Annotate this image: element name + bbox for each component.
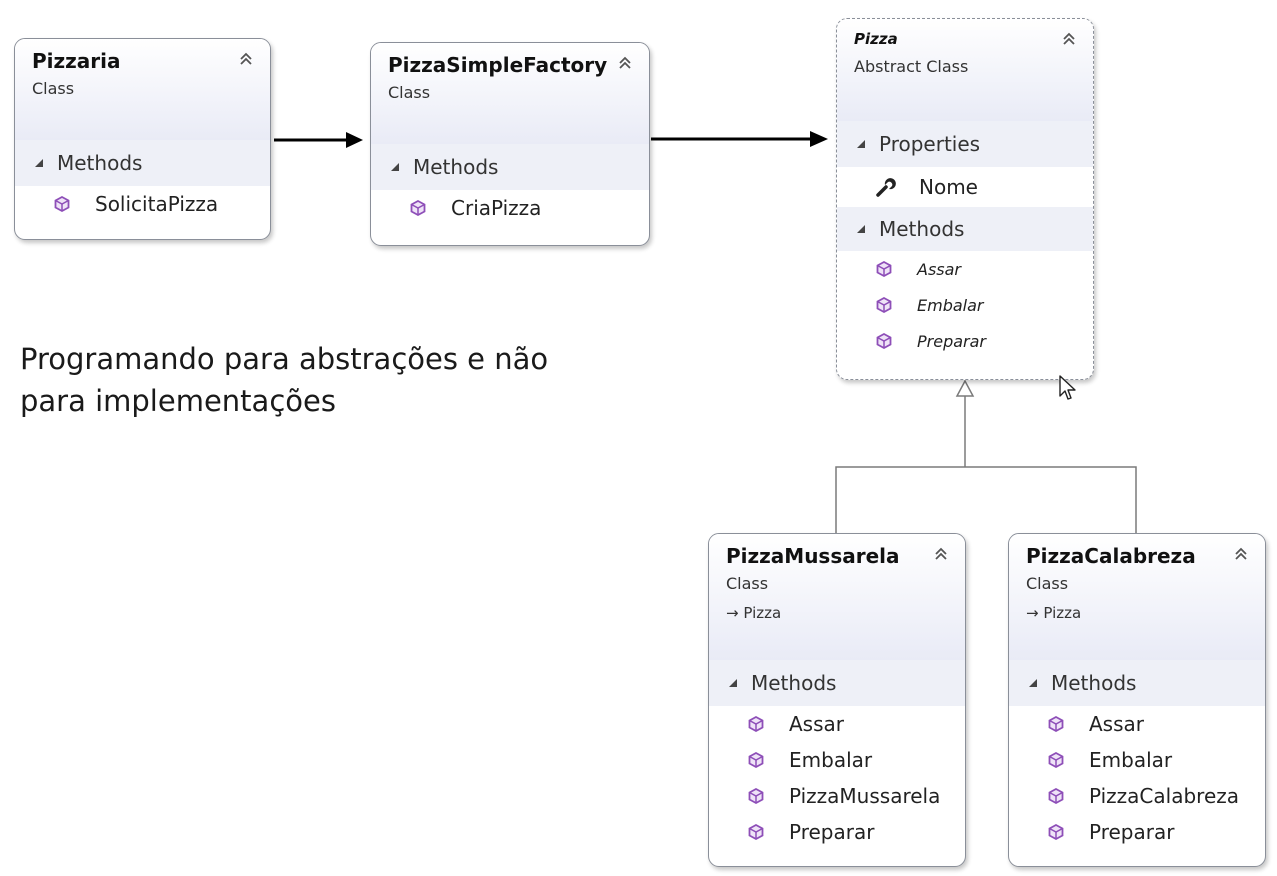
expanded-triangle-icon [857, 225, 865, 233]
double-chevron-up-icon[interactable] [933, 546, 949, 562]
inheritance-label: → Pizza [1026, 603, 1251, 623]
section-label: Methods [57, 151, 143, 175]
method-label: Embalar [1089, 748, 1173, 772]
method-label: Preparar [917, 331, 986, 351]
methods-section-header[interactable]: Methods [837, 207, 1093, 251]
method-cube-icon [748, 751, 764, 769]
method-cube-icon [1048, 787, 1064, 805]
method-label: SolicitaPizza [95, 192, 219, 216]
base-class-name: Pizza [743, 604, 782, 622]
class-header: Pizzaria Class [15, 39, 270, 140]
annotation-text: Programando para abstrações e não para i… [20, 338, 600, 422]
inheritance-connector [835, 379, 1137, 533]
association-arrow-pizzaria-factory [274, 132, 363, 148]
class-box-pizzamussarela[interactable]: PizzaMussarela Class → Pizza Methods Ass… [708, 533, 966, 867]
class-header: PizzaSimpleFactory Class [371, 43, 649, 144]
method-item[interactable]: Assar [1009, 706, 1265, 742]
expanded-triangle-icon [35, 159, 43, 167]
methods-section-header[interactable]: Methods [371, 144, 649, 190]
class-box-pizzasimplefactory[interactable]: PizzaSimpleFactory Class Methods CriaPiz… [370, 42, 650, 246]
properties-section-header[interactable]: Properties [837, 121, 1093, 167]
method-cube-icon [1048, 751, 1064, 769]
double-chevron-up-icon[interactable] [1061, 31, 1077, 47]
class-kind: Class [32, 79, 75, 98]
expanded-triangle-icon [729, 679, 737, 687]
class-name: PizzaSimpleFactory [388, 53, 608, 77]
method-cube-icon [876, 296, 892, 314]
method-item[interactable]: Embalar [1009, 742, 1265, 778]
method-item[interactable]: Embalar [837, 287, 1093, 323]
class-box-pizzacalabreza[interactable]: PizzaCalabreza Class → Pizza Methods Ass… [1008, 533, 1266, 867]
method-label: PizzaCalabreza [1089, 784, 1239, 808]
class-header: PizzaCalabreza Class → Pizza [1009, 534, 1265, 660]
class-box-pizzaria[interactable]: Pizzaria Class Methods SolicitaPizza [14, 38, 271, 240]
class-name: Pizza [854, 30, 898, 48]
section-label: Methods [879, 217, 965, 241]
section-label: Methods [413, 155, 499, 179]
method-item[interactable]: Preparar [837, 323, 1093, 359]
class-kind: Class [1026, 574, 1069, 593]
annotation-line-2: para implementações [20, 384, 336, 418]
method-cube-icon [748, 787, 764, 805]
arrow-right-icon: → [726, 604, 739, 622]
class-box-pizza[interactable]: Pizza Abstract Class Properties Nome Met… [836, 18, 1094, 380]
method-item[interactable]: SolicitaPizza [15, 186, 270, 222]
method-cube-icon [748, 823, 764, 841]
method-item[interactable]: CriaPizza [371, 190, 649, 226]
method-label: Preparar [789, 820, 875, 844]
methods-section-header[interactable]: Methods [709, 660, 965, 706]
class-kind: Class [726, 574, 769, 593]
double-chevron-up-icon[interactable] [238, 51, 254, 67]
double-chevron-up-icon[interactable] [1233, 546, 1249, 562]
class-name: PizzaCalabreza [1026, 544, 1196, 568]
method-label: Preparar [1089, 820, 1175, 844]
class-name: Pizzaria [32, 49, 121, 73]
method-cube-icon [1048, 715, 1064, 733]
method-label: Assar [917, 259, 961, 279]
method-cube-icon [876, 332, 892, 350]
class-kind: Abstract Class [854, 57, 969, 76]
expanded-triangle-icon [391, 163, 399, 171]
base-class-name: Pizza [1043, 604, 1082, 622]
property-label: Nome [919, 175, 978, 199]
methods-section-header[interactable]: Methods [15, 140, 270, 186]
association-arrow-factory-pizza [651, 131, 828, 147]
class-kind: Class [388, 83, 431, 102]
method-cube-icon [748, 715, 764, 733]
property-item[interactable]: Nome [837, 167, 1093, 207]
method-cube-icon [54, 195, 70, 213]
method-label: PizzaMussarela [789, 784, 941, 808]
method-label: Embalar [789, 748, 873, 772]
method-item[interactable]: Assar [837, 251, 1093, 287]
method-item[interactable]: Preparar [1009, 814, 1265, 850]
method-cube-icon [410, 199, 426, 217]
method-label: Assar [1089, 712, 1144, 736]
method-label: Embalar [917, 295, 984, 315]
method-cube-icon [876, 260, 892, 278]
arrow-right-icon: → [1026, 604, 1039, 622]
method-label: Assar [789, 712, 844, 736]
method-label: CriaPizza [451, 196, 542, 220]
method-item[interactable]: Embalar [709, 742, 965, 778]
double-chevron-up-icon[interactable] [617, 55, 633, 71]
expanded-triangle-icon [857, 140, 865, 148]
wrench-icon [876, 178, 896, 197]
method-item[interactable]: PizzaMussarela [709, 778, 965, 814]
method-item[interactable]: PizzaCalabreza [1009, 778, 1265, 814]
section-label: Methods [1051, 671, 1137, 695]
class-name: PizzaMussarela [726, 544, 900, 568]
section-label: Properties [879, 132, 981, 156]
section-label: Methods [751, 671, 837, 695]
expanded-triangle-icon [1029, 679, 1037, 687]
method-cube-icon [1048, 823, 1064, 841]
class-header: Pizza Abstract Class [837, 19, 1093, 121]
method-item[interactable]: Assar [709, 706, 965, 742]
methods-section-header[interactable]: Methods [1009, 660, 1265, 706]
method-item[interactable]: Preparar [709, 814, 965, 850]
inheritance-label: → Pizza [726, 603, 951, 623]
mouse-cursor-icon [1059, 375, 1076, 400]
annotation-line-1: Programando para abstrações e não [20, 342, 549, 376]
class-header: PizzaMussarela Class → Pizza [709, 534, 965, 660]
